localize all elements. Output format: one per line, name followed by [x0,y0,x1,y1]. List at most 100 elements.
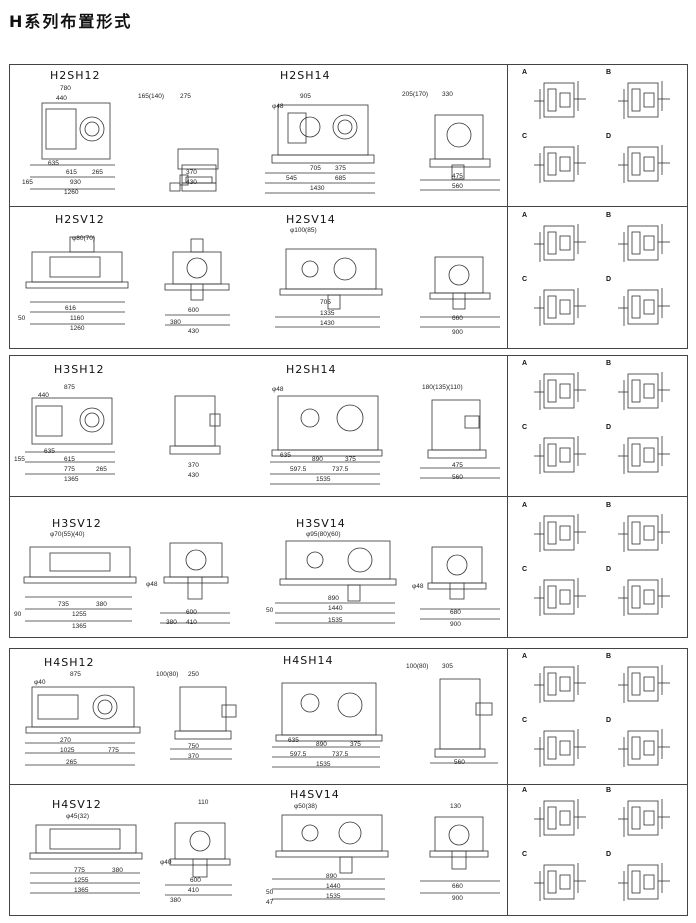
dim: 1255 [74,877,89,884]
arrangement-letter: D [606,565,612,573]
arrangement-letter: D [606,851,612,858]
dim: 890 [328,595,339,602]
drawing-h3sv [23,540,500,624]
dim: 635 [280,452,291,459]
dim: 380 [170,897,181,904]
dim: 705 [310,165,321,172]
arrangement-sketch [618,729,670,767]
arrangement-letter: D [606,133,612,140]
arrangement-sketch [534,223,586,262]
arrangement-sketch [534,436,586,474]
dim: 680 [450,609,461,616]
model-label-left: H4SV12 [52,798,102,811]
dim: φ50(38) [294,803,318,810]
dim: 1440 [326,883,341,890]
model-label-right: H2SH14 [286,363,337,376]
dim: 1260 [64,189,79,196]
dim: 165 [22,179,33,186]
dim: 685 [335,175,346,182]
arrangement-letter: B [606,360,612,367]
dim: 110 [198,799,209,806]
dim: 560 [454,759,465,766]
dim: 50 [266,607,274,614]
column-divider [507,649,508,915]
arrangement-sketch [534,145,586,183]
model-label-left: H2SV12 [55,213,105,226]
drawing-h4sv [29,814,500,900]
row-h4sh: H4SH12 H4SH14 875 φ40 100(80) 250 270 10… [10,649,687,784]
dim: 430 [188,472,199,479]
model-label-left: H2SH12 [50,69,101,82]
dim: 635 [48,160,59,167]
model-label-right: H2SH14 [280,69,331,82]
dim: φ100(85) [290,227,317,234]
arrangement-letter: B [606,211,612,219]
dim: 410 [186,619,197,626]
dim: 900 [452,329,463,336]
dim: 1335 [320,310,335,317]
dim: 875 [70,671,81,678]
arrangement-sketch [618,287,670,326]
dim: 440 [56,95,67,102]
arrangement-letter: B [606,501,612,509]
dim: 600 [186,609,197,616]
arrangement-letter: D [606,275,612,283]
dim: 1160 [70,315,84,322]
dim: 410 [188,887,199,894]
dim: 705 [320,299,331,306]
dim: 1365 [72,623,87,630]
dim: 265 [92,169,103,176]
dim: 1255 [72,611,87,618]
dim: 475 [452,462,463,469]
dim: 615 [64,456,75,463]
dim: φ48 [146,581,158,588]
dim: 890 [316,741,327,748]
dim: 775 [108,747,119,754]
arrangement-letter: C [522,851,528,858]
arrangement-letter: B [606,69,612,76]
arrangement-sketch [534,372,586,410]
arrangement-letter: C [522,275,528,283]
dim: 1025 [60,747,75,754]
arrangement-sketch [534,729,586,767]
arrangement-sketch [618,665,670,703]
dim: 180(135)(110) [422,384,463,391]
dim: 370 [188,462,199,469]
dim: 250 [188,671,199,678]
panel-h2: H2SH12 H2SH14 780 440 635 615 265 165 93… [9,64,688,349]
drawing-h2sh [30,102,500,194]
dim: 615 [66,169,77,176]
dim: 155 [14,456,25,463]
dim: 600 [190,877,201,884]
arrangement-letter: C [522,424,528,431]
dim: 270 [60,737,71,744]
arrangement-sketch [618,145,670,183]
dim: 375 [350,741,361,748]
dim: 370 [186,169,197,176]
dim: 735 [58,601,69,608]
dim: 305 [442,663,453,670]
dim: 440 [38,392,49,399]
dim: 265 [96,466,107,473]
dim: φ48 [272,103,284,110]
dim: 430 [186,179,197,186]
dim: 275 [180,93,191,100]
dim: 775 [74,867,85,874]
arrangement-letter: A [522,69,528,76]
arrangement-sketch [618,372,670,410]
arrangement-letter: C [522,717,528,724]
dim: 47 [266,899,274,906]
dim: φ45(32) [66,813,90,820]
arrangement-sketch [534,577,586,616]
dim: 737.5 [332,751,349,758]
dim: φ40 [34,679,46,686]
dim: 660 [452,315,463,322]
dim: 890 [326,873,337,880]
panel-h4: H4SH12 H4SH14 875 φ40 100(80) 250 270 10… [9,648,688,916]
dim: φ40 [160,859,172,866]
dim: 205(170) [402,91,429,98]
arrangement-letter: D [606,717,612,724]
dim: 1430 [320,320,335,327]
